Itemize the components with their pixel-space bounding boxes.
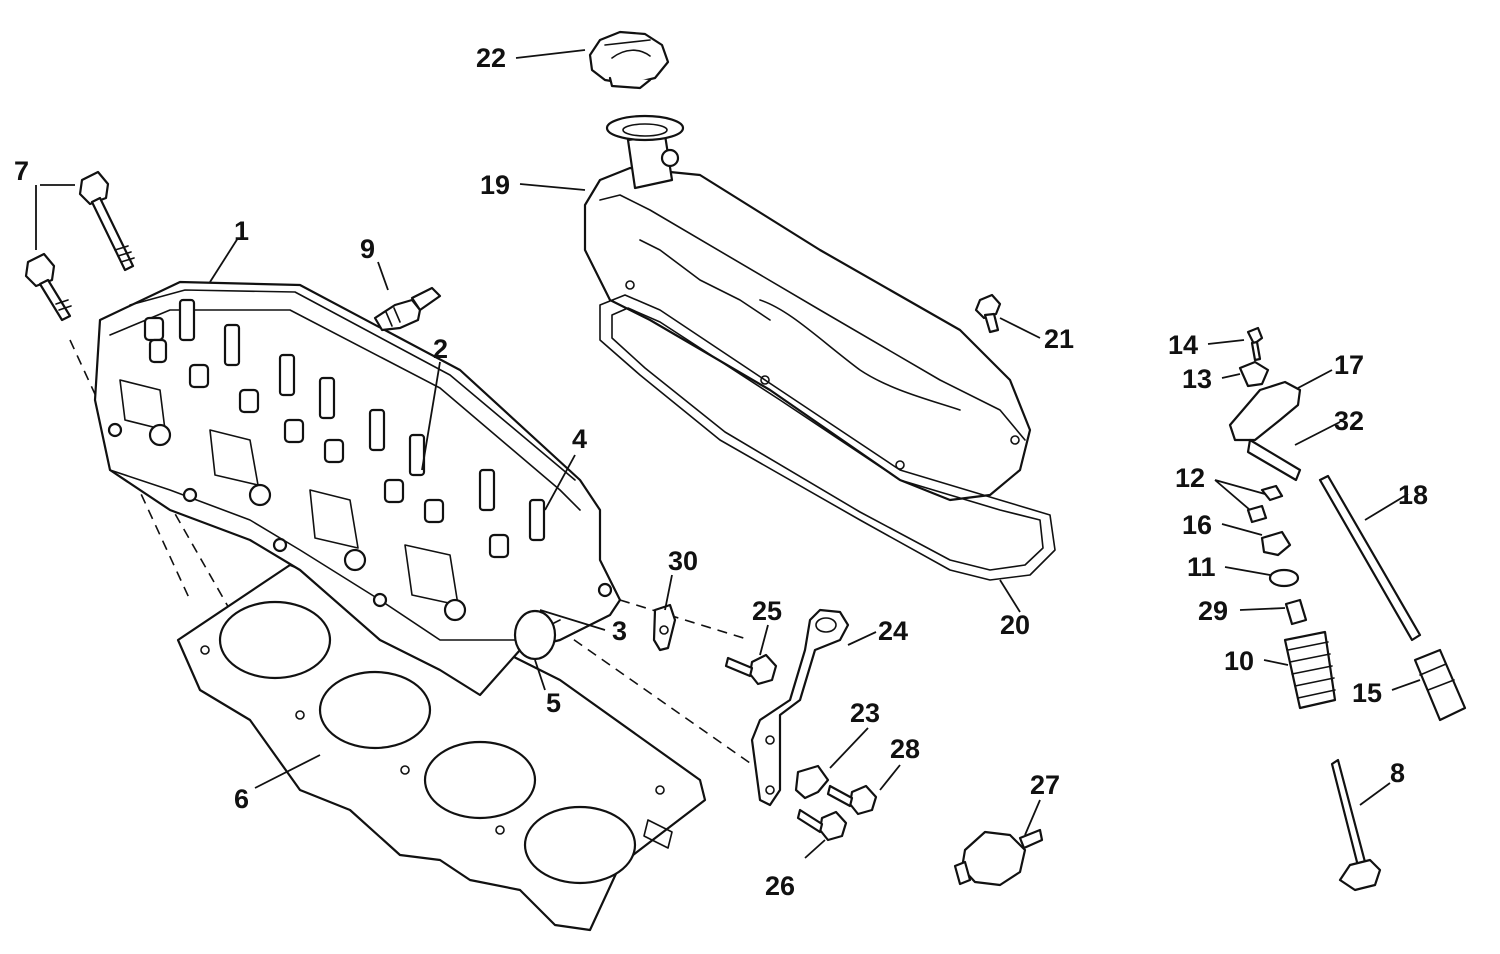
bracket-bolt-25: [724, 653, 778, 686]
callout-22: 22: [476, 43, 506, 73]
callout-25: 25: [752, 596, 782, 626]
callout-15: 15: [1352, 678, 1382, 708]
rocker-cover-gasket: [599, 294, 1056, 581]
callout-6: 6: [234, 784, 249, 814]
bracket-bolt-26: [796, 808, 848, 842]
callout-21: 21: [1044, 324, 1074, 354]
valve-spring-row: [143, 316, 510, 559]
callout-23: 23: [850, 698, 880, 728]
callout-10: 10: [1224, 646, 1254, 676]
callout-14: 14: [1168, 330, 1198, 360]
valve-spring: [1283, 630, 1337, 710]
callout-3: 3: [612, 616, 627, 646]
bracket: [750, 608, 850, 807]
callout-19: 19: [480, 170, 510, 200]
spark-plug: [373, 286, 442, 332]
head-bolts: [24, 170, 135, 322]
callout-2: 2: [433, 334, 448, 364]
valve-train: [1228, 326, 1467, 892]
callout-9: 9: [360, 234, 375, 264]
sender-unit: [953, 828, 1044, 887]
callout-16: 16: [1182, 510, 1212, 540]
callout-13: 13: [1182, 364, 1212, 394]
rocker-cover: [583, 114, 1032, 502]
callout-24: 24: [878, 616, 908, 646]
callout-labels: 22 19 7 1 9 2 4 3 5 6 30 25 24 23 28 26 …: [14, 43, 1428, 901]
callout-5: 5: [546, 688, 561, 718]
callout-29: 29: [1198, 596, 1228, 626]
callout-4: 4: [572, 424, 587, 454]
callout-17: 17: [1334, 350, 1364, 380]
rocker-stud-row: [178, 298, 546, 542]
filler-cap: [588, 30, 670, 90]
callout-1: 1: [234, 216, 249, 246]
callout-28: 28: [890, 734, 920, 764]
callout-30: 30: [668, 546, 698, 576]
cylinder-head: [93, 280, 622, 697]
cover-bolt: [974, 293, 1002, 334]
callout-11: 11: [1187, 552, 1216, 582]
leader-lines: [35, 49, 1421, 859]
bracket-bolt-28: [826, 784, 878, 816]
clamp: [794, 764, 830, 800]
callout-20: 20: [1000, 610, 1030, 640]
callout-8: 8: [1390, 758, 1405, 788]
callout-12: 12: [1175, 463, 1205, 493]
head-gasket: [176, 563, 707, 932]
callout-7: 7: [14, 156, 29, 186]
callout-18: 18: [1398, 480, 1428, 510]
callout-32: 32: [1334, 406, 1364, 436]
callout-27: 27: [1030, 770, 1060, 800]
callout-26: 26: [765, 871, 795, 901]
clip: [652, 603, 677, 652]
